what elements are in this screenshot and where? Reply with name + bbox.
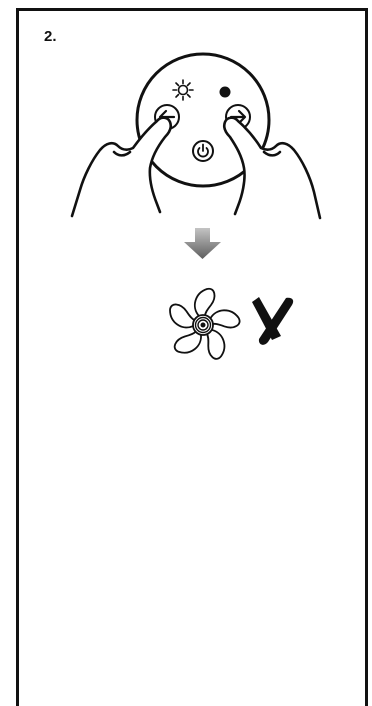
down-arrow-icon [184, 228, 221, 259]
cross-icon [252, 297, 293, 345]
power-button[interactable] [193, 141, 213, 161]
sun-icon [173, 80, 193, 100]
fan-icon [166, 289, 241, 361]
indicator-dot-icon [220, 87, 231, 98]
